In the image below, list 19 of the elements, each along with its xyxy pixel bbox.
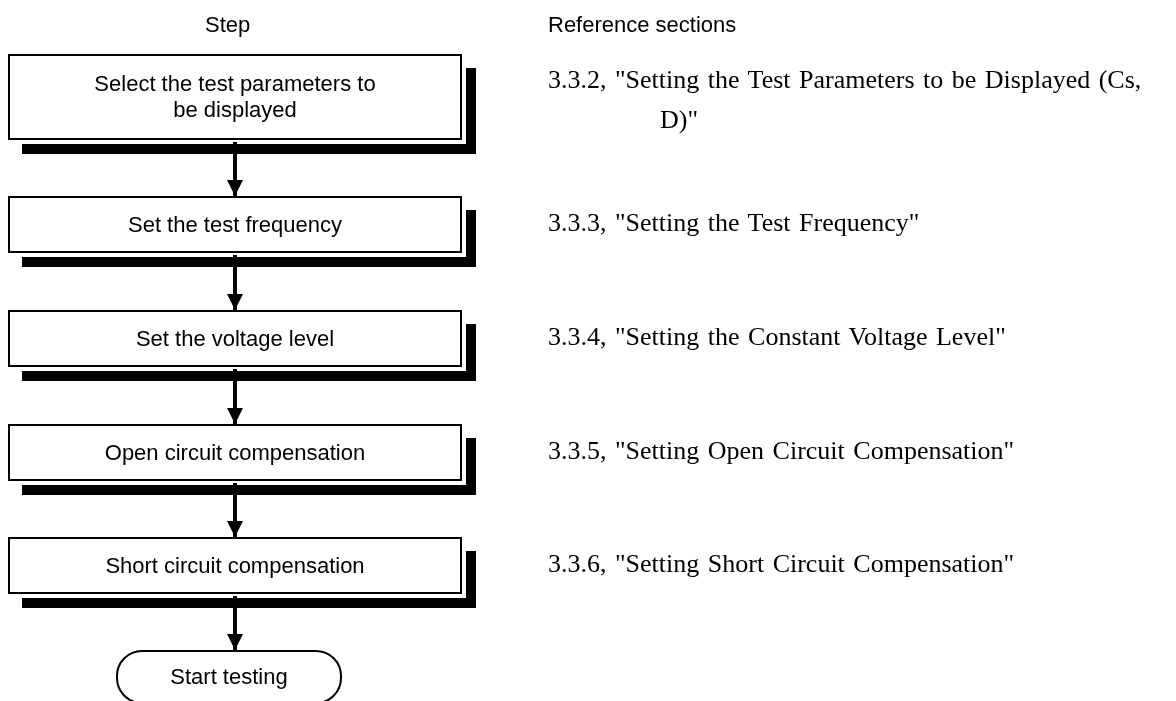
- arrow: [227, 255, 243, 310]
- reference-text: 3.3.4, "Setting the Constant Voltage Level": [548, 321, 1007, 353]
- step-text: Select the test parameters to be displayed: [93, 71, 377, 123]
- arrow: [227, 483, 243, 537]
- step-text: Open circuit compensation: [104, 439, 366, 466]
- arrow: [227, 596, 243, 650]
- arrow: [227, 369, 243, 424]
- column-heading: Step: [205, 12, 251, 38]
- reference-text: 3.3.3, "Setting the Test Frequency": [548, 207, 921, 239]
- step-text: Start testing: [170, 664, 288, 690]
- reference-text: 3.3.5, "Setting Open Circuit Compensation": [548, 435, 1016, 467]
- reference-text: 3.3.2, "Setting the Test Parameters to be Displayed (Cs, D)": [548, 64, 1143, 136]
- step-text: Set the voltage level: [135, 325, 335, 352]
- step-text: Set the test frequency: [128, 211, 342, 238]
- terminal-shape: [116, 650, 342, 701]
- step-text: Short circuit compensation: [105, 552, 365, 579]
- arrow: [227, 142, 243, 196]
- reference-text: 3.3.6, "Setting Short Circuit Compensation": [548, 548, 1016, 580]
- column-heading: Reference sections: [548, 12, 737, 38]
